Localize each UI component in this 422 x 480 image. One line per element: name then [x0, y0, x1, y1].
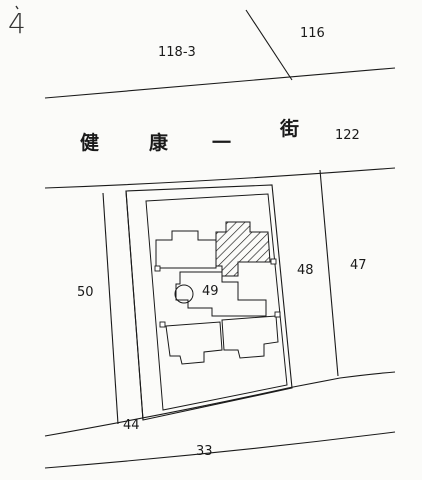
- building-center: [175, 271, 267, 317]
- building-top-left: [155, 230, 217, 269]
- page-corner-mark: [15, 5, 19, 10]
- road-bottom-lower-edge: [44, 431, 396, 469]
- parcel-48-boundary: [319, 169, 339, 377]
- parcel-label-48: 48: [297, 263, 314, 278]
- parcel-49-inner: [145, 193, 288, 411]
- parcel-label-49: 49: [202, 284, 219, 299]
- street-char-3: 一: [212, 132, 232, 154]
- parcel-label-116: 116: [300, 26, 325, 41]
- building-bottom-right: [221, 315, 279, 359]
- parcel-116-boundary: [245, 9, 293, 81]
- building-center-arc: [174, 284, 194, 304]
- parcel-50-boundary: [102, 192, 119, 425]
- page-number: 4: [8, 7, 26, 40]
- parcel-label-44: 44: [123, 418, 140, 433]
- parcel-49-lot: [125, 184, 293, 421]
- road-bottom-upper-edge: [44, 371, 396, 437]
- road-upper-edge: [44, 67, 396, 99]
- parcel-label-50: 50: [77, 285, 94, 300]
- parcel-label-33: 33: [196, 444, 213, 459]
- corner-marker: [270, 258, 277, 265]
- corner-marker: [274, 311, 281, 318]
- street-char-4: 街: [280, 118, 300, 140]
- street-char-2: 康: [149, 132, 169, 154]
- parcel-label-118-3: 118-3: [158, 45, 196, 60]
- parcel-label-47: 47: [350, 258, 367, 273]
- building-bottom-left: [165, 321, 223, 365]
- corner-marker: [159, 321, 166, 328]
- corner-marker: [154, 265, 161, 272]
- parcel-label-122: 122: [335, 128, 360, 143]
- building-top-right-hatched: [215, 221, 271, 277]
- road-lower-edge: [44, 167, 396, 189]
- street-char-1: 健: [80, 132, 100, 154]
